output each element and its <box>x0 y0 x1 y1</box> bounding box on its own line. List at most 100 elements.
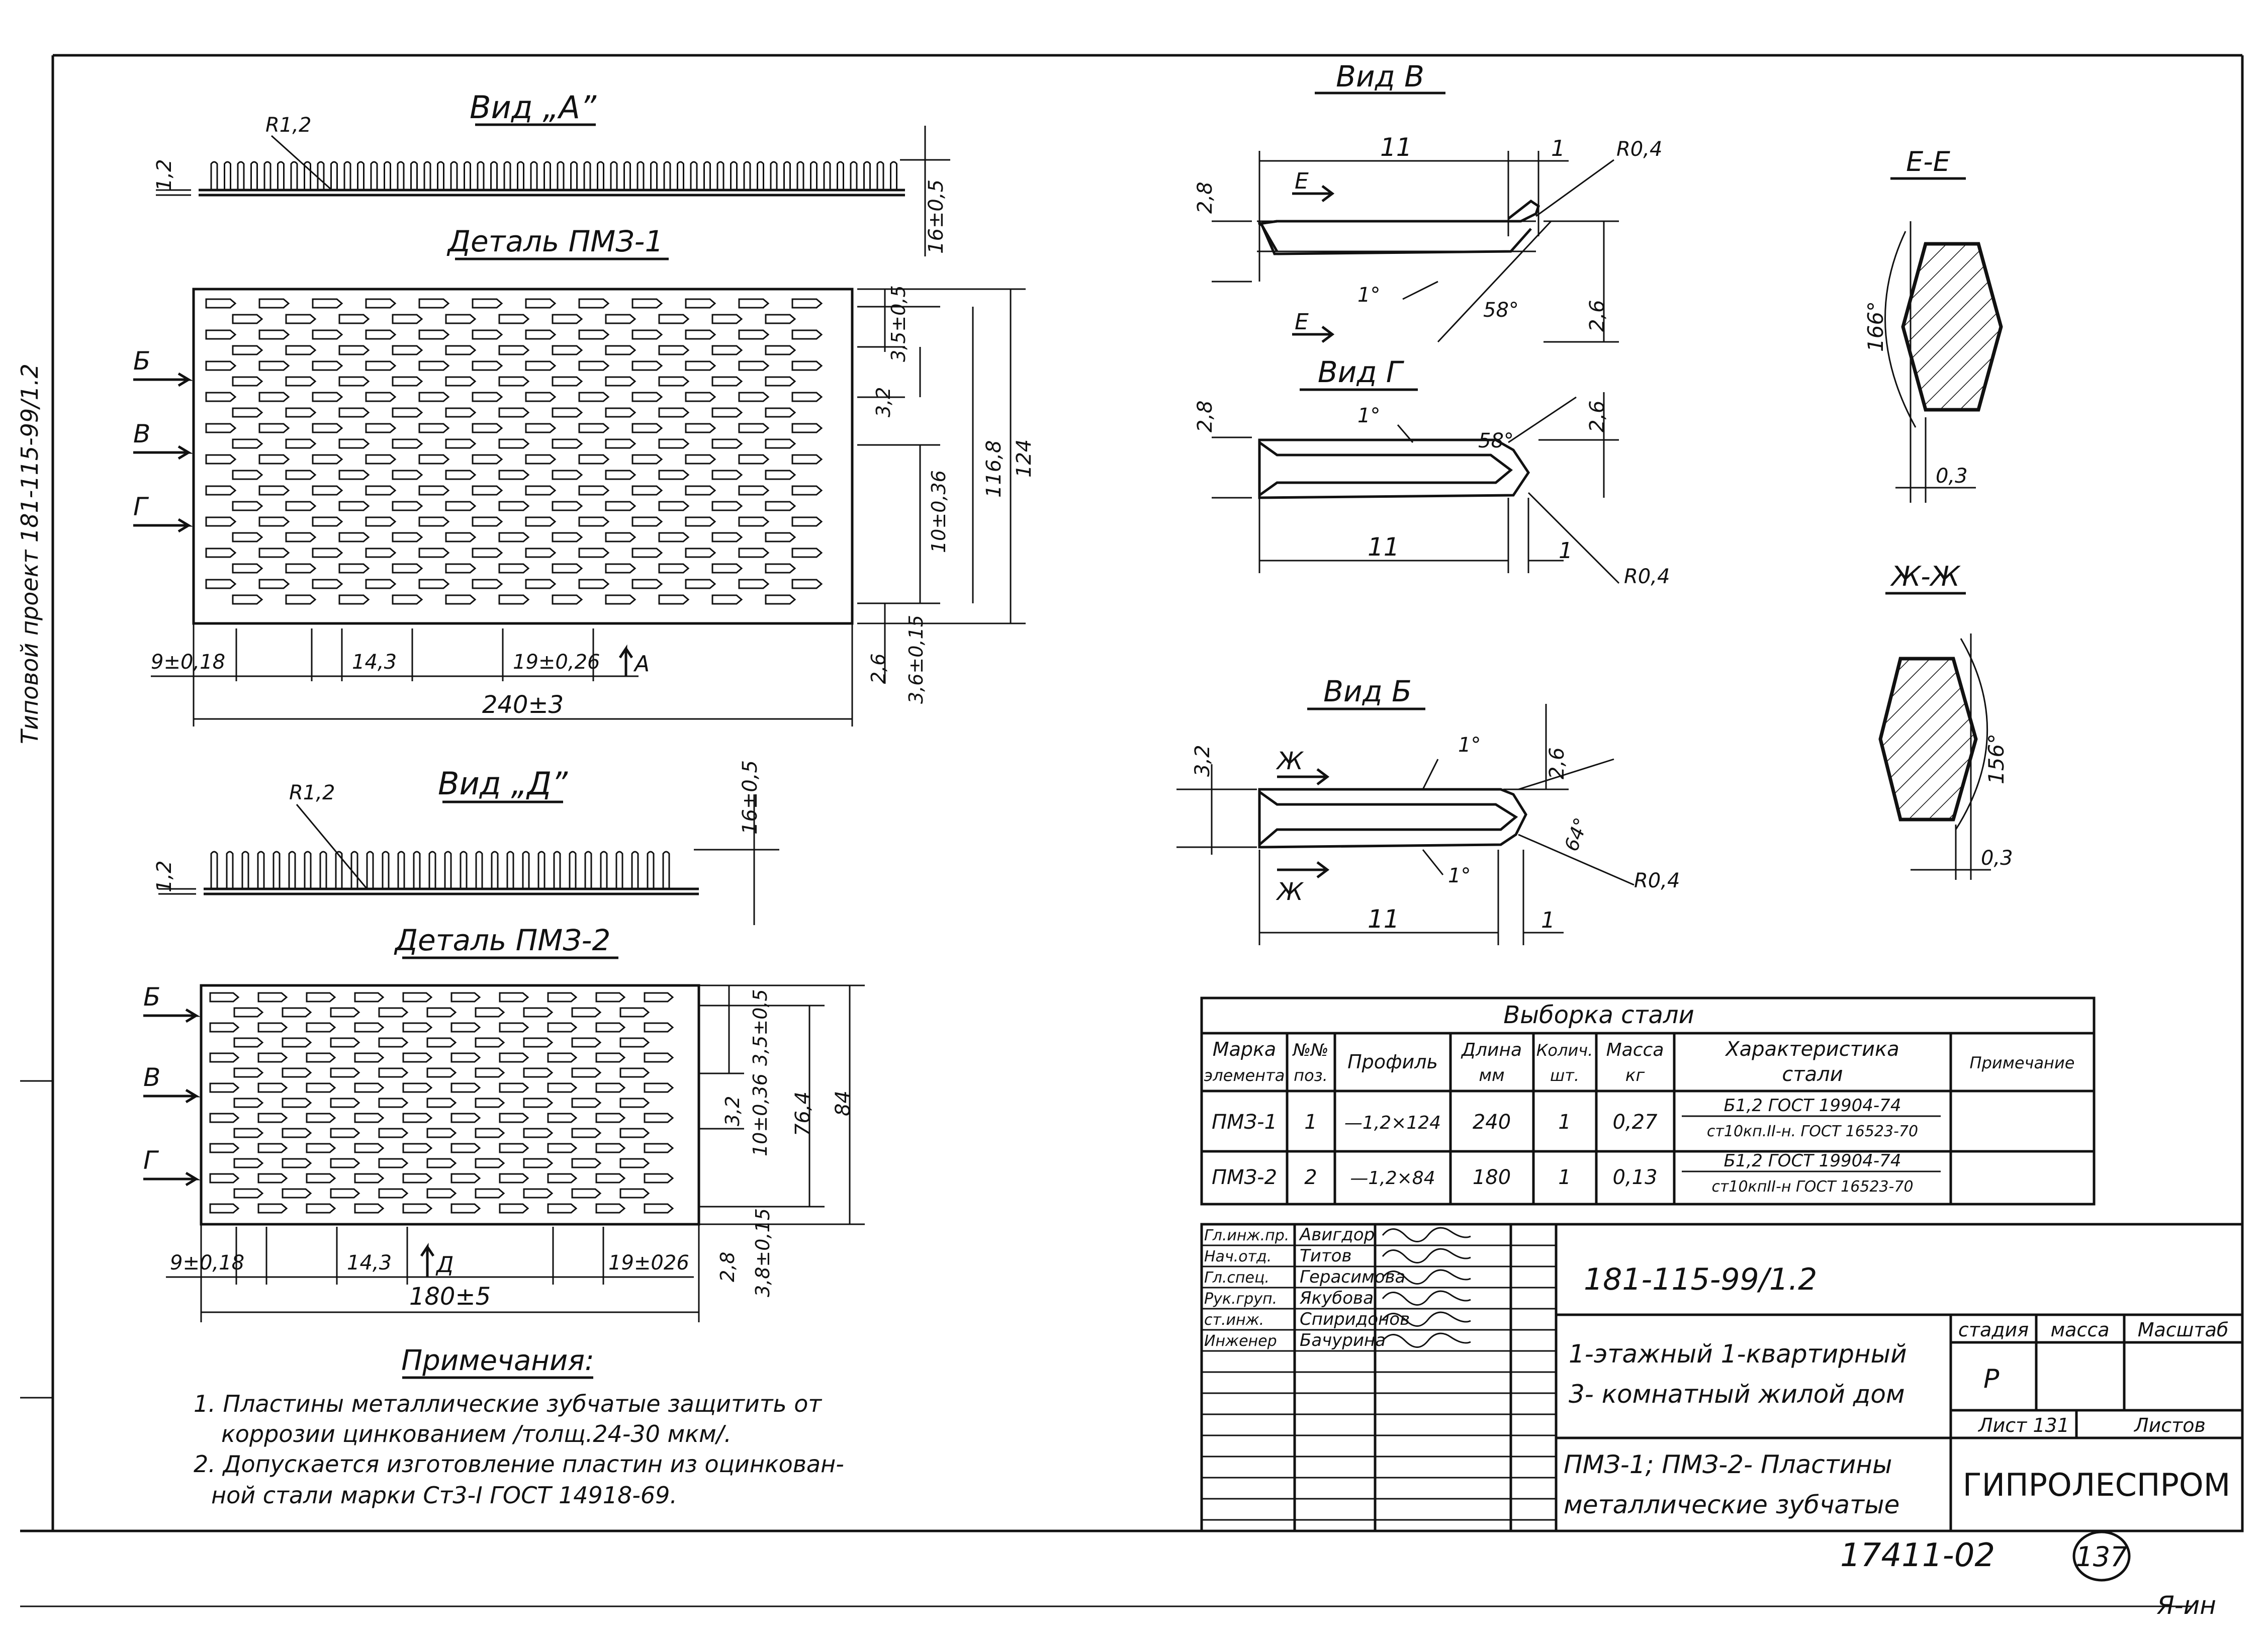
slot-hole <box>619 1037 650 1048</box>
tooth-mark <box>428 851 436 890</box>
tooth-mark <box>413 851 421 890</box>
slot-hole <box>402 1203 433 1214</box>
signature-role: Нач.отд. <box>1204 1248 1272 1265</box>
slot-hole <box>578 423 610 433</box>
slot-hole <box>209 1082 240 1093</box>
svg-text:3,2: 3,2 <box>1191 745 1214 777</box>
side-project-text: Типовой проект 181-115-99/1.2 <box>16 364 43 744</box>
tooth-mark <box>423 161 431 191</box>
slot-hole <box>685 548 716 558</box>
slot-hole <box>418 360 450 371</box>
slot-hole <box>418 516 450 527</box>
slot-hole <box>525 423 557 433</box>
slot-hole <box>258 516 290 527</box>
slot-hole <box>285 563 317 574</box>
slot-hole <box>765 563 796 574</box>
slot-hole <box>450 1203 481 1214</box>
signature-role: Инженер <box>1204 1332 1277 1350</box>
slot-hole <box>233 1188 264 1199</box>
slot-hole <box>791 423 823 433</box>
slot-hole <box>685 360 716 371</box>
slot-hole <box>711 345 743 355</box>
slot-hole <box>330 1007 360 1018</box>
slot-hole <box>354 1113 385 1123</box>
svg-text:Б1,2 ГОСТ 19904-74: Б1,2 ГОСТ 19904-74 <box>1724 1151 1901 1171</box>
svg-text:19±026: 19±026 <box>608 1251 689 1275</box>
slot-hole <box>605 314 637 324</box>
view-v: Вид В 11 1 R0,4 58° 1° 2,8 2,6 Е Е <box>1194 59 1662 343</box>
svg-text:3,2: 3,2 <box>721 1096 744 1126</box>
slot-hole <box>547 1082 578 1093</box>
tooth-mark <box>257 851 265 890</box>
slot-hole <box>306 992 336 1003</box>
slot-hole <box>711 594 743 605</box>
slot-hole <box>711 314 743 324</box>
slot-hole <box>499 1022 529 1033</box>
svg-text:2,8: 2,8 <box>1194 182 1217 214</box>
slot-hole <box>418 423 450 433</box>
svg-text:Ж: Ж <box>1276 878 1304 906</box>
slot-hole <box>738 548 770 558</box>
slot-hole <box>791 360 823 371</box>
slot-hole <box>658 470 690 480</box>
slot-hole <box>644 992 674 1003</box>
svg-text:58°: 58° <box>1483 299 1519 322</box>
svg-text:Вид Б: Вид Б <box>1323 674 1412 708</box>
slot-hole <box>402 1082 433 1093</box>
slot-hole <box>472 516 503 527</box>
slot-hole <box>552 345 583 355</box>
slot-hole <box>472 392 503 402</box>
slot-hole <box>498 345 530 355</box>
slot-hole <box>205 516 237 527</box>
slot-hole <box>205 360 237 371</box>
tooth-mark <box>597 161 604 191</box>
slot-hole <box>711 563 743 574</box>
svg-text:1°: 1° <box>1357 404 1380 427</box>
svg-text:3,5±0,5: 3,5±0,5 <box>887 285 910 362</box>
slot-hole <box>378 1067 409 1078</box>
slot-hole <box>285 376 317 387</box>
slot-hole <box>658 438 690 449</box>
slot-hole <box>392 563 423 574</box>
svg-text:мм: мм <box>1479 1065 1504 1085</box>
svg-text:R1,2: R1,2 <box>265 114 311 137</box>
view-b: Вид Б 3,2 11 1 R0,4 64° 2,6 1° 1° Ж Ж <box>1176 674 1680 945</box>
slot-hole <box>258 548 290 558</box>
slot-hole <box>338 501 370 511</box>
svg-text:—1,2×84: —1,2×84 <box>1350 1168 1435 1189</box>
svg-text:Лист 131: Лист 131 <box>1977 1414 2069 1436</box>
slot-hole <box>205 548 237 558</box>
slot-hole <box>233 1098 264 1108</box>
slot-hole <box>472 454 503 465</box>
slot-hole <box>312 329 343 340</box>
slot-hole <box>578 485 610 496</box>
tooth-mark <box>690 161 698 191</box>
slot-hole <box>354 1173 385 1184</box>
svg-text:Б1,2 ГОСТ 19904-74: Б1,2 ГОСТ 19904-74 <box>1724 1096 1901 1116</box>
slot-hole <box>306 1203 336 1214</box>
slot-hole <box>365 579 397 589</box>
slot-hole <box>392 501 423 511</box>
slot-hole <box>658 407 690 418</box>
tooth-mark <box>277 161 285 191</box>
slot-hole <box>338 470 370 480</box>
tooth-mark <box>677 161 684 191</box>
slot-hole <box>605 594 637 605</box>
svg-text:3,6±0,15: 3,6±0,15 <box>905 615 927 704</box>
signature-name: Титов <box>1300 1246 1352 1266</box>
slot-hole <box>233 1037 264 1048</box>
slot-hole <box>445 470 477 480</box>
tooth-mark <box>241 851 249 890</box>
svg-text:Г: Г <box>133 492 149 521</box>
slot-hole <box>658 594 690 605</box>
slot-hole <box>338 345 370 355</box>
tooth-mark <box>477 161 485 191</box>
slot-hole <box>552 438 583 449</box>
svg-text:1: 1 <box>1558 1166 1571 1189</box>
slot-hole <box>257 1113 288 1123</box>
slot-hole <box>644 1173 674 1184</box>
slot-hole <box>426 1128 457 1138</box>
slot-hole <box>450 992 481 1003</box>
svg-text:58°: 58° <box>1478 429 1514 452</box>
tooth-mark <box>770 161 778 191</box>
